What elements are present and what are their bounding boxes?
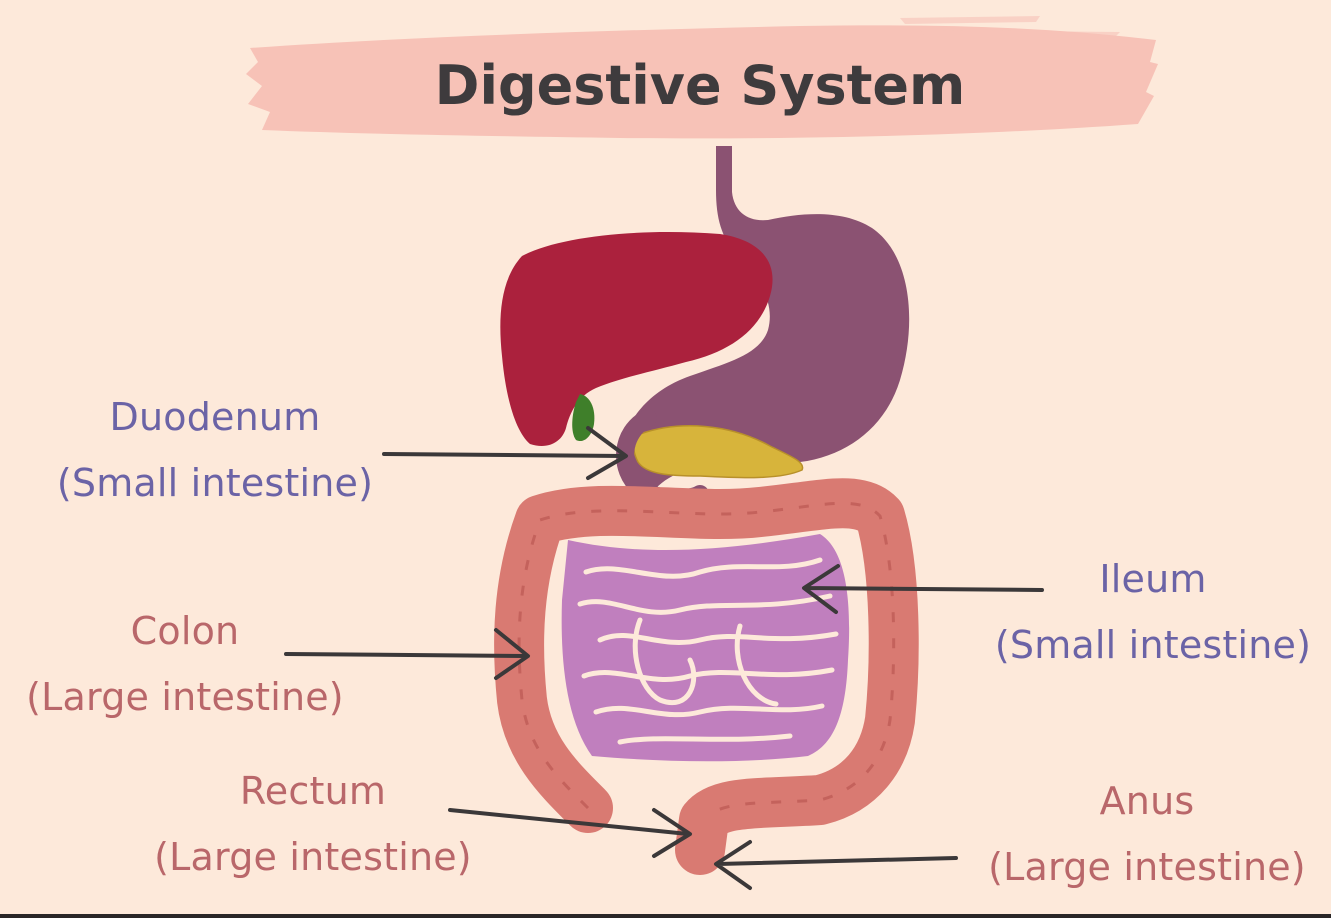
duodenum-arrow [382, 426, 628, 480]
title-brush-streak [900, 16, 1120, 36]
pancreas [633, 425, 804, 479]
rectum-name: Rectum [239, 769, 387, 813]
ileum-name: Ileum [1099, 557, 1207, 601]
liver [500, 232, 773, 447]
rectum-arrow [448, 808, 692, 858]
duodenum-label: Duodenum (Small intestine) [40, 384, 390, 516]
stomach [619, 146, 910, 506]
rectum-label: Rectum (Large intestine) [138, 758, 488, 890]
anus-arrow [714, 840, 958, 890]
large-intestine-outline [517, 501, 896, 821]
small-intestine-coils [577, 557, 839, 745]
rectum [684, 808, 718, 871]
title-brush-stroke [246, 25, 1158, 139]
ileum-detail: (Small intestine) [994, 623, 1312, 667]
anus-name: Anus [1099, 779, 1195, 823]
colon-arrow [284, 628, 530, 680]
bottom-border [0, 914, 1331, 918]
duodenum-name: Duodenum [109, 395, 321, 439]
ileum-label: Ileum (Small intestine) [978, 546, 1328, 678]
colon-label: Colon (Large intestine) [10, 598, 360, 730]
page-title: Digestive System [434, 54, 966, 117]
rectum-detail: (Large intestine) [154, 835, 472, 879]
pointer-arrows [284, 426, 1044, 890]
ileum-arrow [802, 564, 1044, 614]
anus-detail: (Large intestine) [988, 845, 1306, 889]
colon-detail: (Large intestine) [26, 675, 344, 719]
anus-label: Anus (Large intestine) [972, 768, 1322, 900]
colon-name: Colon [130, 609, 240, 653]
duodenum-detail: (Small intestine) [56, 461, 374, 505]
